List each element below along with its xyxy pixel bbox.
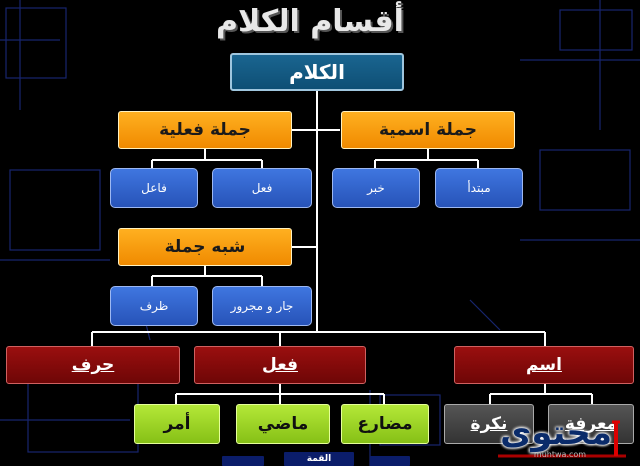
node-root: الكلام [230, 53, 404, 91]
node-verb-term: فعل [212, 168, 312, 208]
node-verbal-sentence: جملة فعلية [118, 111, 292, 149]
diagram-title: أقسام الكلام [216, 4, 404, 39]
node-predicate: خبر [332, 168, 420, 208]
node-particle: حرف [6, 346, 180, 384]
footer-box-left [222, 456, 264, 466]
footer-label-summit: القمة [284, 452, 354, 466]
node-semi-sentence: شبه جملة [118, 228, 292, 266]
node-verb: فعل [194, 346, 366, 384]
brand-logo-icon [498, 420, 626, 458]
node-adverb: ظرف [110, 286, 198, 326]
brand-name: محتوى [500, 413, 612, 453]
node-present: مضارع [341, 404, 429, 444]
node-subject: فاعل [110, 168, 198, 208]
node-indefinite: نكرة [444, 404, 534, 444]
node-imperative: أمر [134, 404, 220, 444]
node-definite: معرفة [548, 404, 634, 444]
brand-domain: muhtwa.com [533, 450, 587, 459]
node-subject-nominal: مبتدأ [435, 168, 523, 208]
node-preposition-phrase: جار و مجرور [212, 286, 312, 326]
node-nominal-sentence: جملة اسمية [341, 111, 515, 149]
node-noun: اسم [454, 346, 634, 384]
footer-box-right [370, 456, 410, 466]
node-past: ماضي [236, 404, 330, 444]
